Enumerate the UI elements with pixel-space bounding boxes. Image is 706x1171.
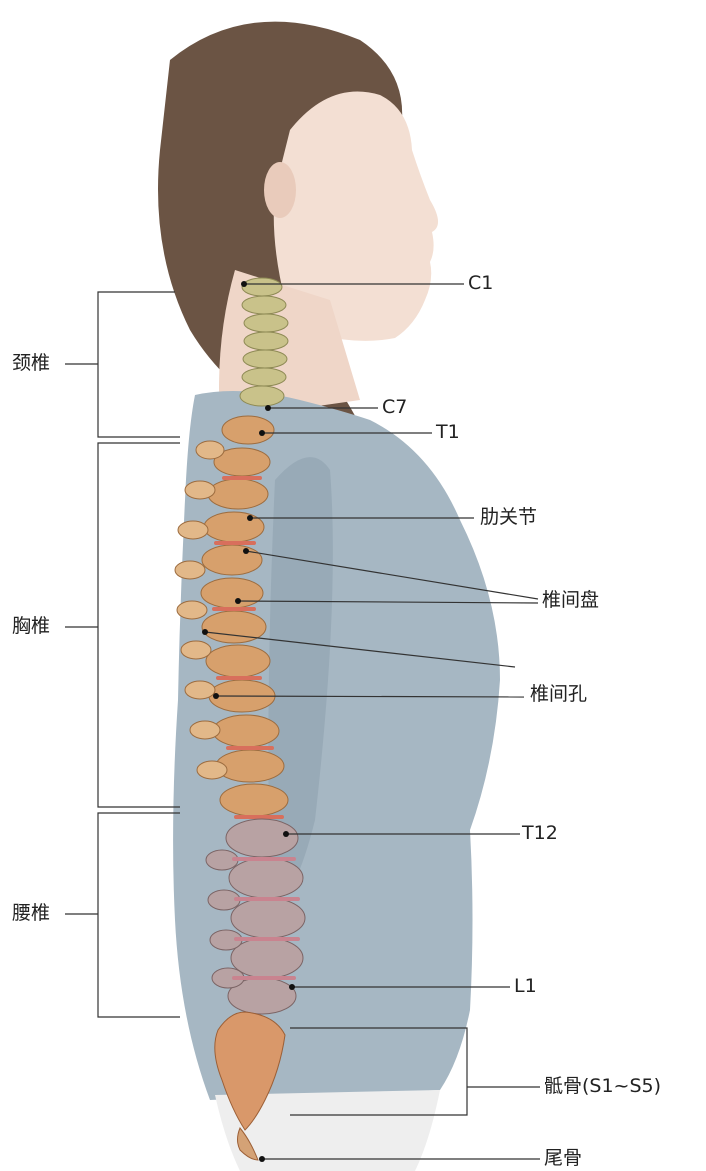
label-rib-joint: 肋关节	[480, 508, 537, 527]
ear	[264, 162, 296, 218]
label-foramen: 椎间孔	[530, 685, 587, 704]
label-thoracic: 胸椎	[12, 617, 50, 636]
thoracic-bracket	[98, 443, 180, 807]
label-t12: T12	[522, 824, 558, 843]
label-t1: T1	[436, 423, 460, 442]
label-l1: L1	[514, 977, 537, 996]
label-cervical: 颈椎	[12, 354, 50, 373]
label-coccyx: 尾骨	[544, 1149, 582, 1168]
cervical-bracket	[98, 292, 180, 437]
label-c1: C1	[468, 274, 493, 293]
label-lumbar: 腰椎	[12, 904, 50, 923]
label-sacrum: 骶骨(S1~S5)	[544, 1077, 661, 1096]
lumbar-bracket	[98, 813, 180, 1017]
label-c7: C7	[382, 398, 407, 417]
label-disc: 椎间盘	[542, 591, 599, 610]
